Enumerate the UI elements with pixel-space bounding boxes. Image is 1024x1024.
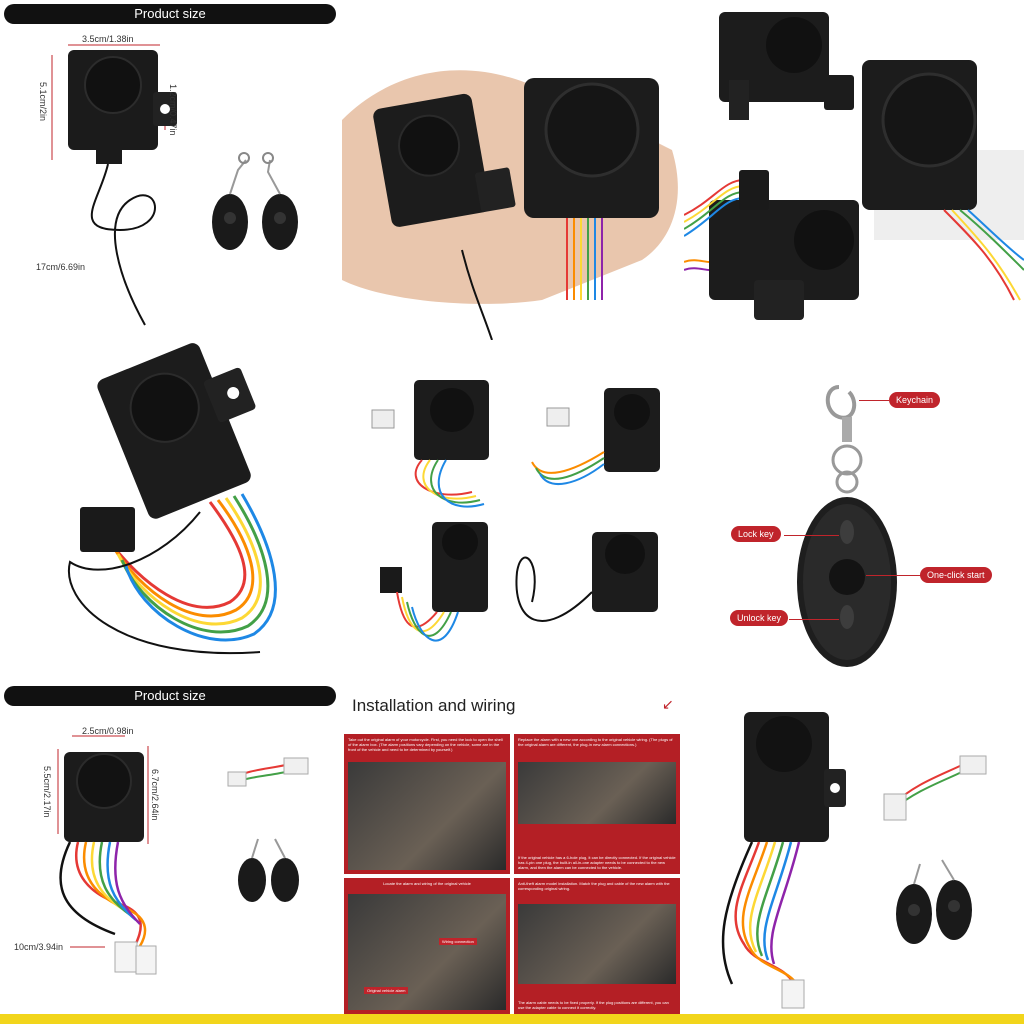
multiple-alarms-photo: [684, 0, 1024, 340]
product-size-banner-2: Product size: [4, 686, 336, 706]
install-step-2: Replace the alarm with a new one accordi…: [514, 734, 680, 874]
install-step-3-note-b: Wiring connection: [439, 938, 477, 945]
remote-diagram-panel: Keychain Lock key One-click start Unlock…: [684, 342, 1024, 682]
lock-callout-line: [784, 535, 839, 536]
hand-photo-drawing: [342, 70, 678, 340]
install-step-4-note: The alarm cable needs to be fixed proper…: [518, 1000, 669, 1010]
alarm-device-drawing-2: [57, 735, 309, 975]
bottom-yellow-bar: [0, 1014, 1024, 1024]
unlock-callout-line: [789, 619, 839, 620]
install-step-3: Locate the alarm and wiring of the origi…: [344, 878, 510, 1014]
installation-title: Installation and wiring: [352, 696, 516, 715]
installation-wiring-panel: Installation and wiring ↙ Take out the o…: [342, 684, 682, 1014]
unlock-key-callout: Unlock key: [730, 610, 789, 626]
tab-dimension-label: 1.2cm/0.47in: [168, 84, 178, 136]
keychain-callout-line: [859, 400, 889, 401]
lock-key-callout: Lock key: [731, 526, 781, 542]
alarm-connector-drawing: [67, 343, 277, 655]
height-dimension-label-2: 5.5cm/2.17in: [42, 766, 52, 818]
install-step-3-caption: Locate the alarm and wiring of the origi…: [383, 881, 471, 886]
height-dimension-label: 5.1cm/2in: [38, 82, 48, 122]
remote-drawing: [797, 385, 897, 667]
one-click-start-callout: One-click start: [920, 567, 992, 583]
alarm-with-connector-photo: [0, 342, 340, 682]
install-step-2-photo: [518, 762, 676, 824]
product-size-panel-2: Product size 2.5cm/0.98in 5.5cm/2.17in: [0, 684, 340, 1014]
multiple-alarms-drawing: [684, 12, 1024, 320]
cable-length-label: 17cm/6.69in: [36, 262, 86, 272]
product-size-banner: Product size: [4, 4, 336, 24]
install-step-4: Anti-theft alarm model installation. Mat…: [514, 878, 680, 1014]
cable-length-label-2: 10cm/3.94in: [14, 942, 64, 952]
alarm-kit-drawing: [721, 712, 987, 1009]
install-step-1-caption: Take out the original alarm of your moto…: [348, 737, 503, 752]
install-step-3-note: Original vehicle alarm: [364, 987, 409, 994]
install-step-2-caption: Replace the alarm with a new one accordi…: [518, 737, 673, 747]
install-step-2-note: If the original vehicle has a 6-hole plu…: [518, 855, 676, 870]
overall-dimension-label-2: 6.7cm/2.64in: [150, 769, 160, 821]
install-step-4-caption: Anti-theft alarm model installation. Mat…: [518, 881, 670, 891]
four-variants-drawing: [371, 380, 660, 642]
start-callout-line: [866, 575, 922, 576]
width-dimension-label: 3.5cm/1.38in: [82, 34, 134, 44]
keychain-callout: Keychain: [889, 392, 941, 408]
alarm-device-drawing: [51, 44, 298, 326]
four-variants-photo: [342, 342, 682, 682]
width-dimension-label-2: 2.5cm/0.98in: [82, 726, 134, 736]
product-size-panel-1: Product size 3.5cm/1.38in 5.1cm/2in 1.2c…: [0, 0, 340, 340]
alarm-kit-photo: [684, 684, 1024, 1014]
arrow-icon: ↙: [662, 696, 674, 712]
hand-holding-photo: [342, 0, 682, 340]
install-step-1-photo: [348, 762, 506, 870]
install-step-4-photo: [518, 904, 676, 984]
install-step-1: Take out the original alarm of your moto…: [344, 734, 510, 874]
